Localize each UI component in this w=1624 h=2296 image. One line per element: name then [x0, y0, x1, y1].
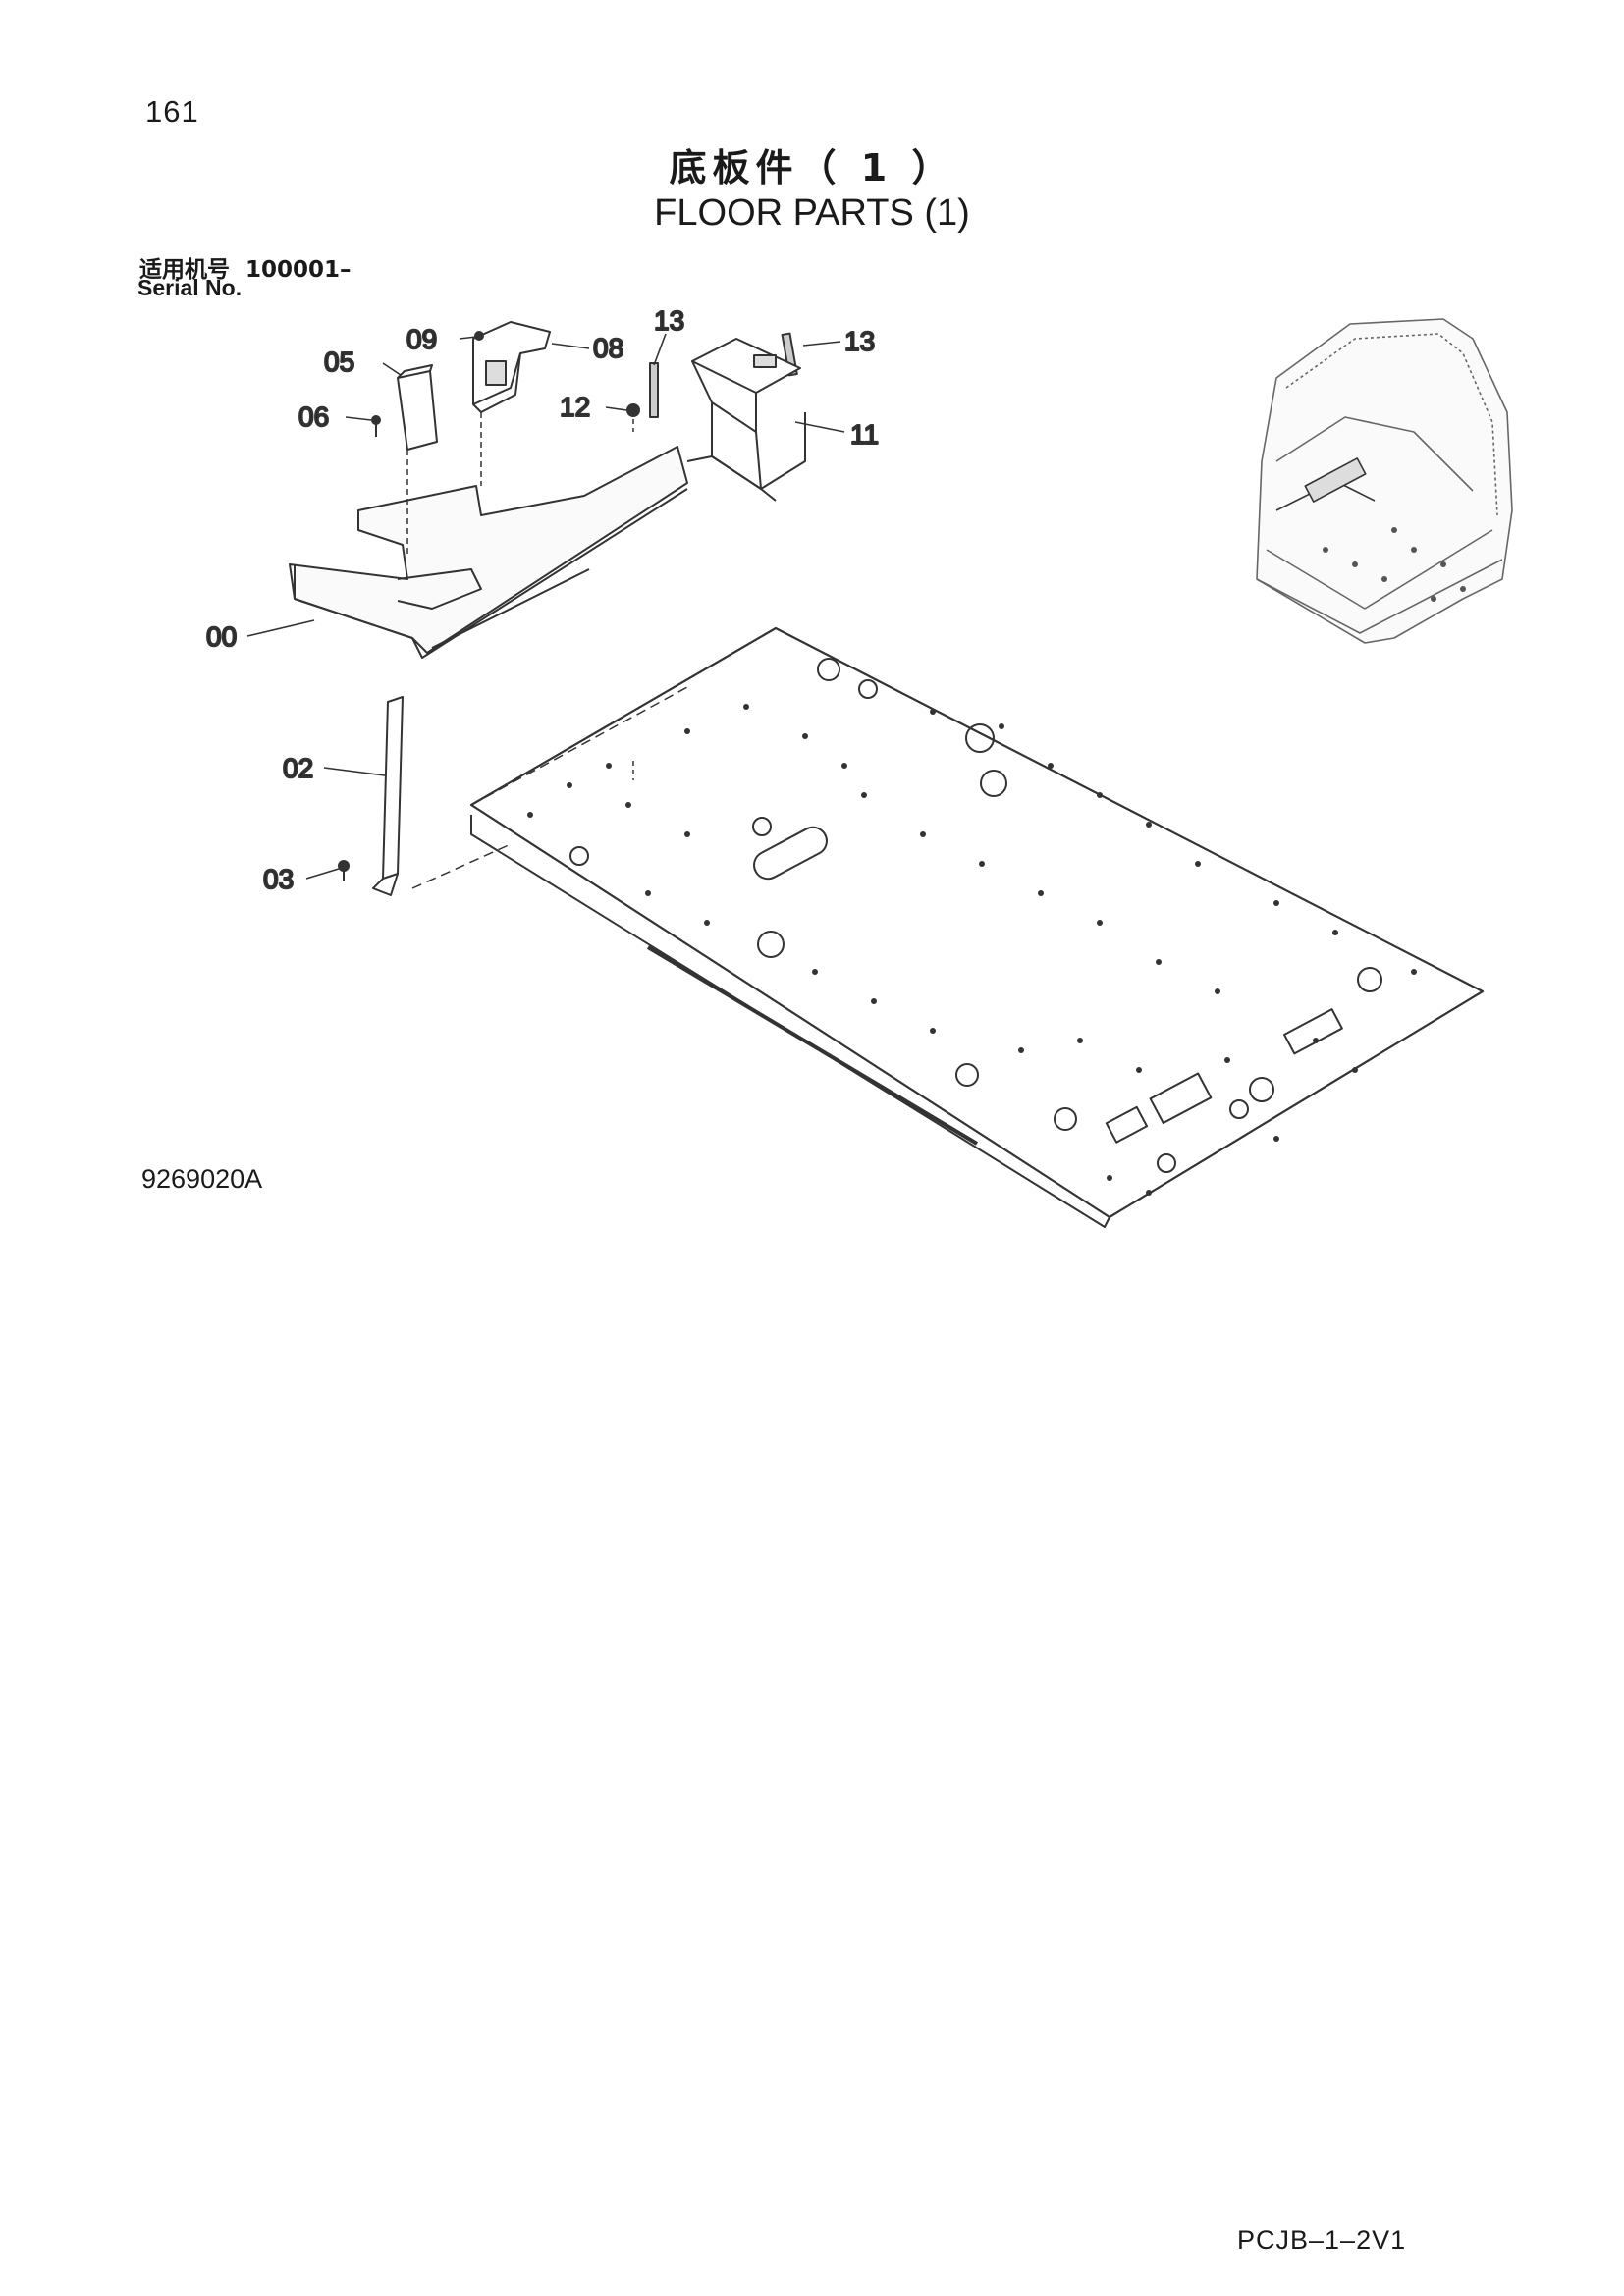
callout-13-left: 13 [654, 305, 684, 336]
part-06-bolt [371, 415, 381, 437]
part-09-bolt [474, 331, 484, 341]
part-13-rod-left [649, 362, 659, 418]
page-title-english: FLOOR PARTS (1) [654, 192, 970, 234]
cab-inset-view [1256, 318, 1513, 644]
main-floor-plate [411, 626, 1485, 1228]
page-number: 161 [145, 94, 199, 129]
callout-05: 05 [324, 347, 354, 377]
callout-09: 09 [406, 324, 437, 354]
serial-label-english: Serial No. [137, 275, 243, 300]
part-03-bolt [338, 860, 350, 881]
callout-12: 12 [560, 392, 590, 422]
part-02-stay [372, 696, 404, 896]
part-05-bracket [397, 364, 438, 555]
callout-08: 08 [593, 333, 623, 363]
part-08-bracket [472, 321, 551, 486]
callout-00: 00 [206, 621, 237, 652]
document-code: PCJB–1–2V1 [1237, 2225, 1407, 2255]
callout-02: 02 [283, 753, 313, 783]
callout-13-right: 13 [844, 326, 875, 356]
part-11-mount [686, 338, 806, 502]
callout-leaders [246, 333, 845, 880]
part-00-plate [289, 446, 688, 659]
page-title-chinese: 底板件（ 1 ） [669, 146, 955, 189]
part-12-bolt [626, 403, 640, 432]
callout-11: 11 [850, 419, 879, 450]
serial-value: 100001– [245, 257, 352, 283]
serial-label-chinese: 适用机号 100001– [139, 250, 352, 284]
drawing-number: 9269020A [141, 1164, 263, 1194]
callout-03: 03 [263, 864, 294, 894]
callout-06: 06 [298, 401, 329, 432]
serial-label-cn-text: 适用机号 [139, 257, 230, 283]
